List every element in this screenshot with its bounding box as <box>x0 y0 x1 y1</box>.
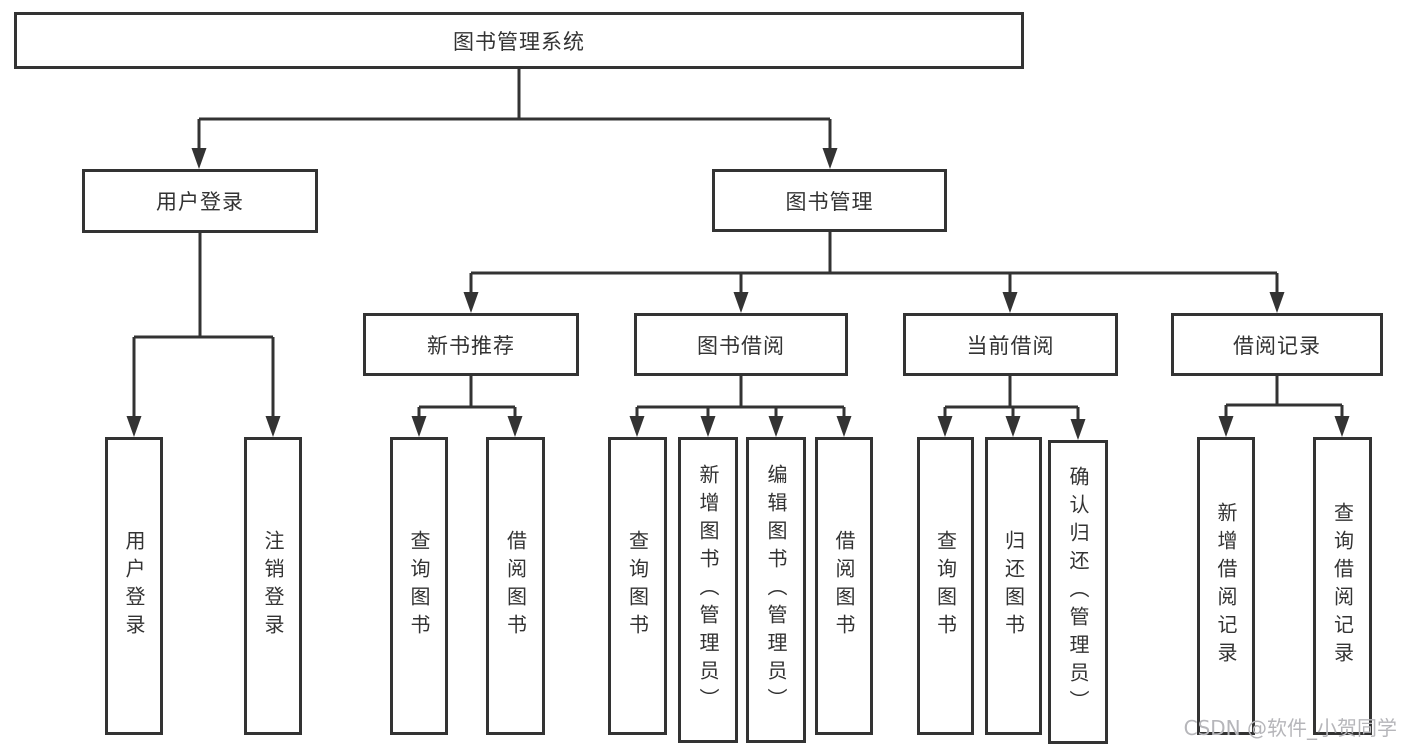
node-new-book-recommendation: 新书推荐 <box>363 313 579 376</box>
leaf-query-borrow-record-label: 查询借阅记录 <box>1330 502 1355 670</box>
leaf-query-borrow-record: 查询借阅记录 <box>1313 437 1372 735</box>
leaf-logout: 注销登录 <box>244 437 302 735</box>
leaf-user-login: 用户登录 <box>105 437 163 735</box>
leaf-borrow-books-recommend: 借阅图书 <box>486 437 545 735</box>
node-book-borrowing: 图书借阅 <box>634 313 848 376</box>
node-book-management-label: 图书管理 <box>785 189 874 214</box>
leaf-query-books-borrowing-label: 查询图书 <box>625 530 650 642</box>
leaf-edit-book-admin: 编辑图书（管理员） <box>746 437 806 743</box>
node-root: 图书管理系统 <box>14 12 1024 69</box>
leaf-borrow-books-borrowing-label: 借阅图书 <box>832 530 856 642</box>
leaf-return-book-label: 归还图书 <box>1001 530 1026 642</box>
csdn-watermark: CSDN @软件_小贺同学 <box>1183 716 1397 740</box>
node-borrowing-records: 借阅记录 <box>1171 313 1383 376</box>
leaf-logout-label: 注销登录 <box>261 530 285 642</box>
node-current-borrowing: 当前借阅 <box>903 313 1118 376</box>
leaf-confirm-return-admin-label: 确认归还（管理员） <box>1066 466 1090 718</box>
node-root-label: 图书管理系统 <box>453 29 585 54</box>
node-book-management: 图书管理 <box>712 169 947 232</box>
leaf-query-books-recommend: 查询图书 <box>390 437 448 735</box>
leaf-borrow-books-recommend-label: 借阅图书 <box>503 530 528 642</box>
leaf-return-book: 归还图书 <box>985 437 1042 735</box>
leaf-user-login-label: 用户登录 <box>122 530 146 642</box>
leaf-add-borrow-record-label: 新增借阅记录 <box>1214 502 1238 670</box>
node-new-book-recommendation-label: 新书推荐 <box>427 333 515 358</box>
leaf-query-books-current-label: 查询图书 <box>933 530 958 642</box>
leaf-confirm-return-admin: 确认归还（管理员） <box>1048 440 1108 744</box>
node-borrowing-records-label: 借阅记录 <box>1233 333 1321 358</box>
leaf-edit-book-admin-label: 编辑图书（管理员） <box>764 464 788 716</box>
leaf-query-books-borrowing: 查询图书 <box>608 437 667 735</box>
leaf-query-books-current: 查询图书 <box>917 437 974 735</box>
arrowheads <box>126 148 1350 440</box>
leaf-query-books-recommend-label: 查询图书 <box>407 530 431 642</box>
leaf-add-book-admin: 新增图书（管理员） <box>678 437 738 743</box>
leaf-add-book-admin-label: 新增图书（管理员） <box>696 464 720 716</box>
node-user-login-label: 用户登录 <box>156 190 244 214</box>
node-user-login: 用户登录 <box>82 169 318 233</box>
leaf-add-borrow-record: 新增借阅记录 <box>1197 437 1255 735</box>
leaf-borrow-books-borrowing: 借阅图书 <box>815 437 873 735</box>
node-current-borrowing-label: 当前借阅 <box>966 333 1055 358</box>
node-book-borrowing-label: 图书借阅 <box>697 333 785 358</box>
